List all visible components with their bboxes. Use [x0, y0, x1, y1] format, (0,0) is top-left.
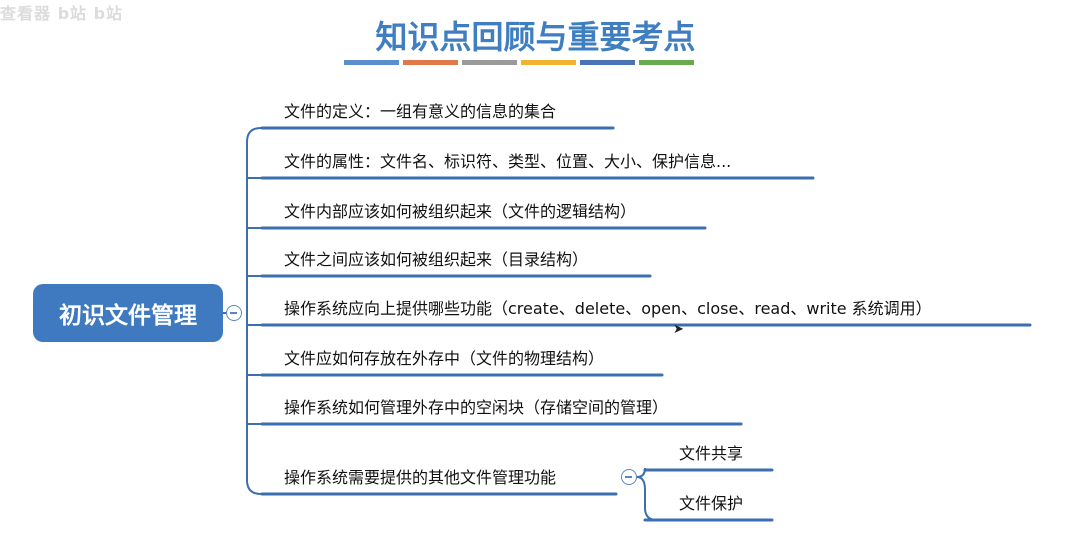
branch-node[interactable]: 操作系统需要提供的其他文件管理功能 — [284, 468, 557, 487]
subbranch-node[interactable]: 文件共享 — [679, 444, 744, 463]
title-bar-segment — [580, 60, 635, 65]
title-bar-segment — [403, 60, 458, 65]
branch-node[interactable]: 文件内部应该如何被组织起来（文件的逻辑结构） — [284, 202, 637, 221]
branch-node[interactable]: 文件之间应该如何被组织起来（目录结构） — [284, 250, 589, 269]
subbranch-connector — [636, 476, 658, 521]
branch-collapse-icon[interactable] — [621, 469, 637, 485]
mouse-pointer-icon: ➤ — [673, 322, 684, 337]
root-collapse-icon[interactable] — [226, 305, 242, 321]
watermark-text: 查看器 b站 b站 — [0, 4, 124, 23]
branch-node[interactable]: 操作系统如何管理外存中的空闲块（存储空间的管理） — [284, 398, 669, 417]
subbranch-node[interactable]: 文件保护 — [679, 494, 744, 513]
trunk-connector — [246, 127, 262, 495]
branch-node[interactable]: 文件的属性：文件名、标识符、类型、位置、大小、保护信息... — [284, 152, 732, 171]
root-node[interactable]: 初识文件管理 — [33, 284, 223, 342]
title-bar-segment — [521, 60, 576, 65]
page-title: 知识点回顾与重要考点 — [375, 18, 696, 56]
title-bar-segment — [344, 60, 399, 65]
branch-node[interactable]: 文件的定义：一组有意义的信息的集合 — [284, 102, 557, 121]
title-bar-segment — [462, 60, 517, 65]
title-bar-segment — [639, 60, 694, 65]
branch-node[interactable]: 文件应如何存放在外存中（文件的物理结构） — [284, 349, 605, 368]
branch-node[interactable]: 操作系统应向上提供哪些功能（create、delete、open、close、r… — [284, 299, 932, 318]
